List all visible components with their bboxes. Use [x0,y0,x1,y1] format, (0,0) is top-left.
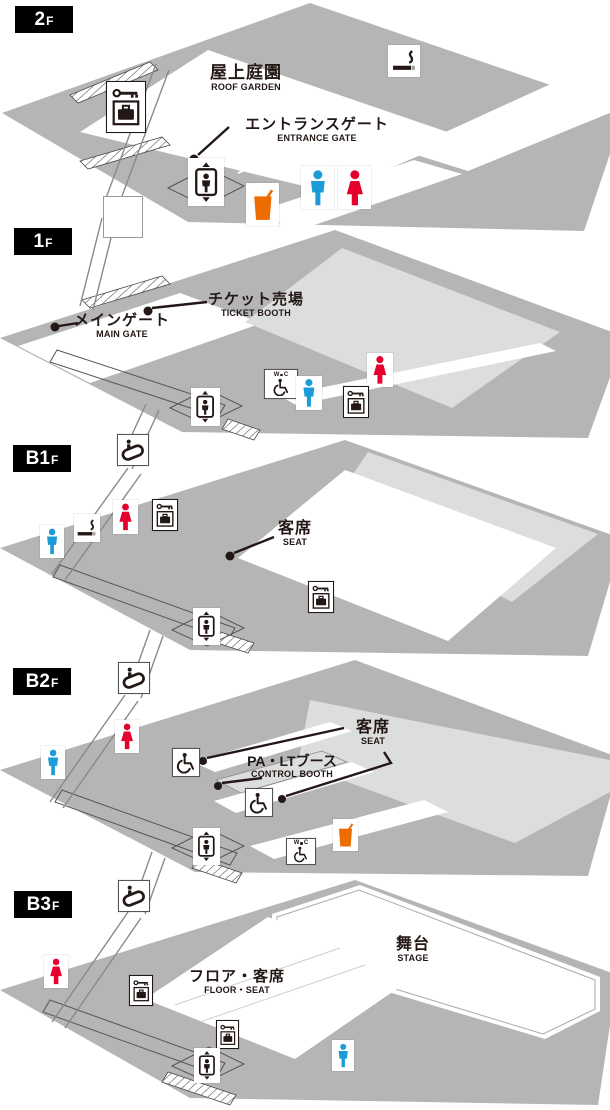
mens-toilet-icon [332,1040,354,1071]
mens-toilet-icon [296,376,322,410]
coin-locker-icon [216,1020,239,1049]
elevator-icon [188,158,224,206]
elevator-icon [193,828,220,865]
coin-locker-icon [152,499,178,531]
floor-2f-shape [2,3,610,231]
coin-locker-icon [106,81,146,133]
mens-toilet-icon [41,746,65,779]
smoking-area-icon [74,514,100,542]
escalator-icon [118,662,150,694]
escalator-icon [117,434,149,466]
floor-1f-shape [0,217,610,470]
mens-toilet-icon [301,166,334,209]
womens-toilet-icon [367,353,393,387]
smoking-area-icon [388,45,420,77]
elevator-icon [194,1048,220,1083]
vending-machine-icon [333,819,358,851]
floor-b2f-shape [0,660,610,915]
wheelchair-space-icon [245,788,273,817]
stairwell-box [103,196,143,238]
elevator-icon [193,608,220,645]
womens-toilet-icon [44,955,68,988]
vending-machine-icon [246,183,279,226]
coin-locker-icon [343,386,369,418]
wheelchair-space-icon [172,748,200,777]
coin-locker-icon [308,581,334,613]
elevator-icon [191,388,220,426]
floor-b3f-shape [0,880,610,1106]
mens-toilet-icon [40,525,64,558]
escalator-icon [118,880,150,912]
womens-toilet-icon [113,500,138,534]
coin-locker-icon [129,975,153,1006]
womens-toilet-icon [338,166,371,209]
womens-toilet-icon [115,720,139,753]
floor-b1f-shape [0,440,610,699]
